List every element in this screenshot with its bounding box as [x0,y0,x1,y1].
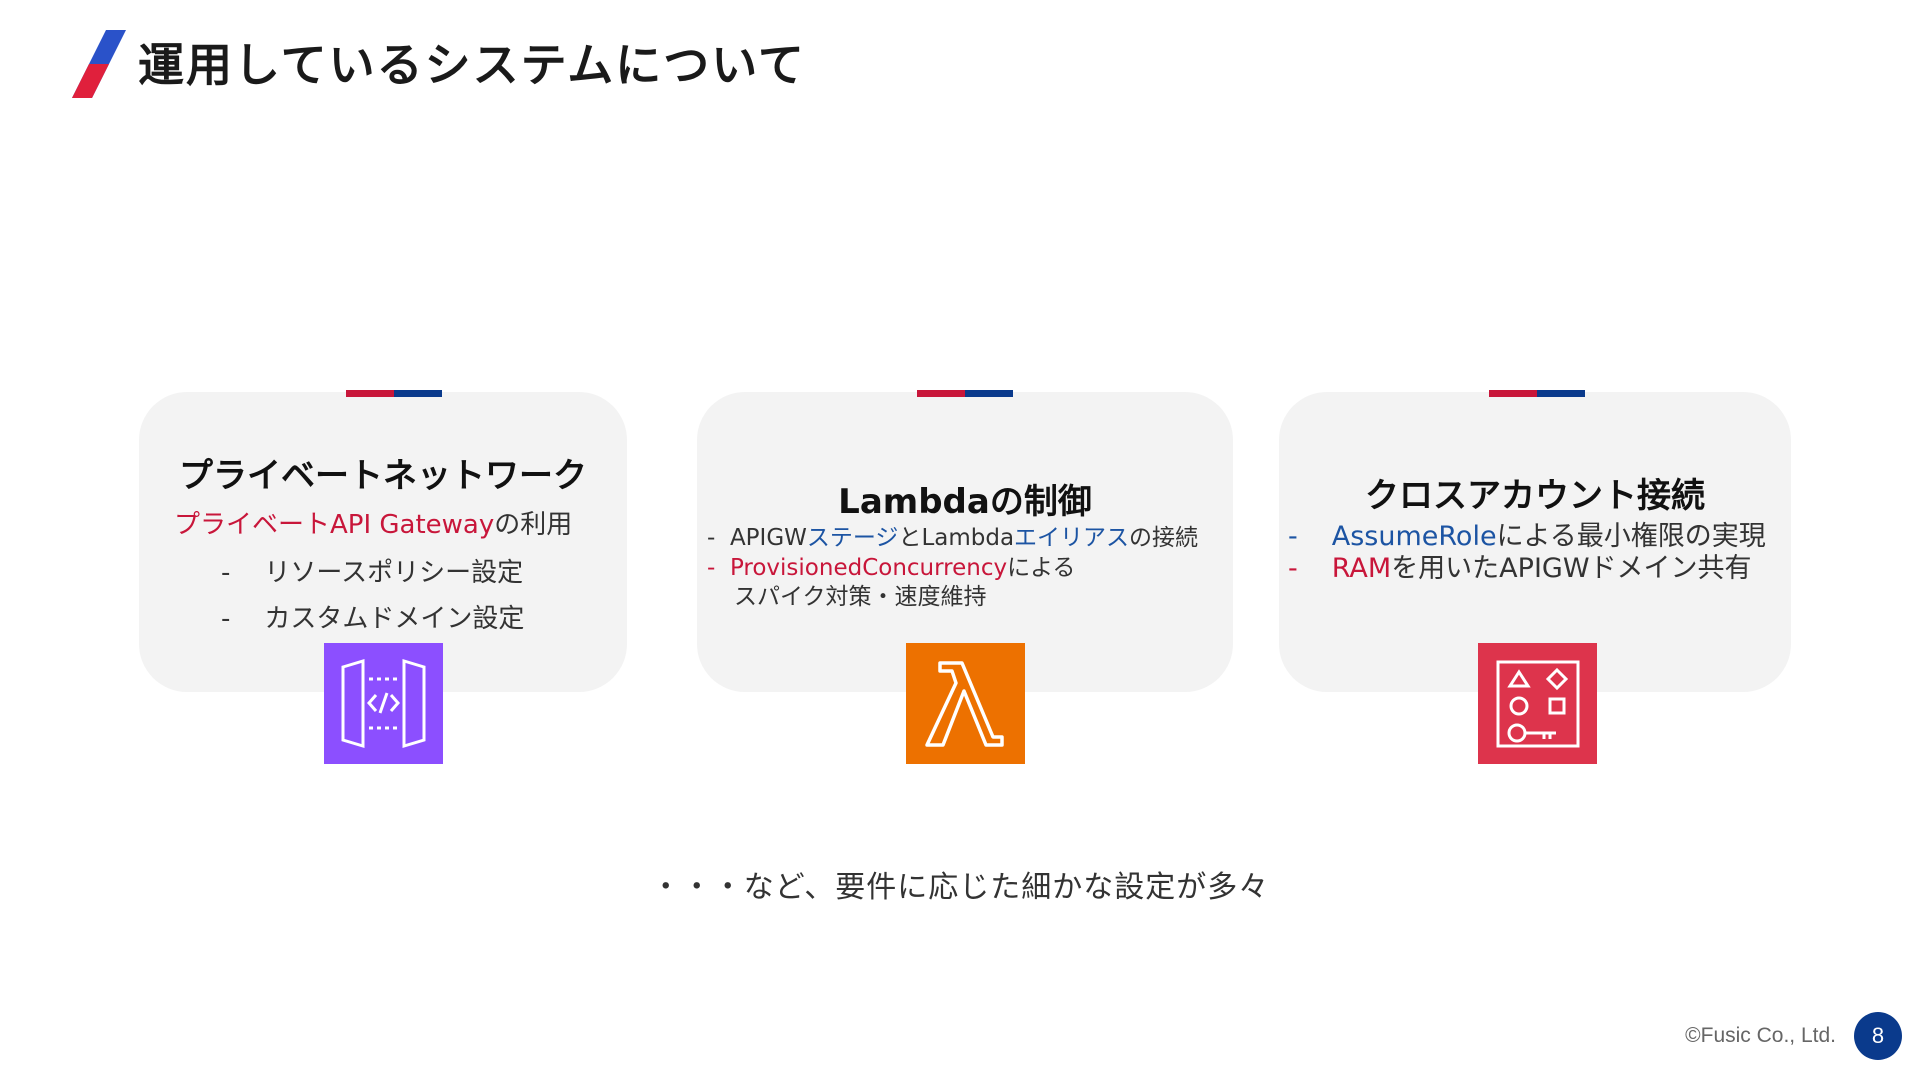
card-heading: Lambdaの制御 [838,482,1092,522]
page-number-badge: 8 [1854,1012,1902,1060]
card-heading: プライベートネットワーク [179,456,587,496]
resource-access-manager-icon [1478,643,1597,764]
card-lambda-control: Lambdaの制御 - APIGWステージとLambdaエイリアスの接続 - P… [697,390,1233,692]
api-gateway-icon [324,643,443,764]
card-accent-bar [1489,390,1585,397]
copyright: ©Fusic Co., Ltd. [1685,1024,1836,1047]
card-heading: クロスアカウント接続 [1365,476,1705,516]
card-private-network: プライベートネットワーク プライベートAPI Gatewayの利用 -リソースポ… [139,390,627,692]
bullet-item: -カスタムドメイン設定 [221,604,525,634]
detail-line: スパイク対策・速度維持 [734,584,987,610]
card-subtitle: プライベートAPI Gatewayの利用 [174,510,573,540]
detail-line: -RAMを用いたAPIGWドメイン共有 [1288,553,1752,584]
detail-line: -AssumeRoleによる最小権限の実現 [1288,521,1766,552]
card-accent-bar [346,390,442,397]
footer-note: ・・・など、要件に応じた細かな設定が多々 [650,870,1270,905]
lambda-icon [906,643,1025,764]
page-title: 運用しているシステムについて [138,38,806,92]
card-accent-bar [917,390,1013,397]
card-cross-account: クロスアカウント接続 -AssumeRoleによる最小権限の実現 -RAMを用い… [1279,390,1791,692]
detail-line: - ProvisionedConcurrencyによる [707,555,1076,581]
title-accent-slash [72,30,126,98]
detail-line: - APIGWステージとLambdaエイリアスの接続 [707,525,1199,551]
bullet-item: -リソースポリシー設定 [221,558,524,588]
